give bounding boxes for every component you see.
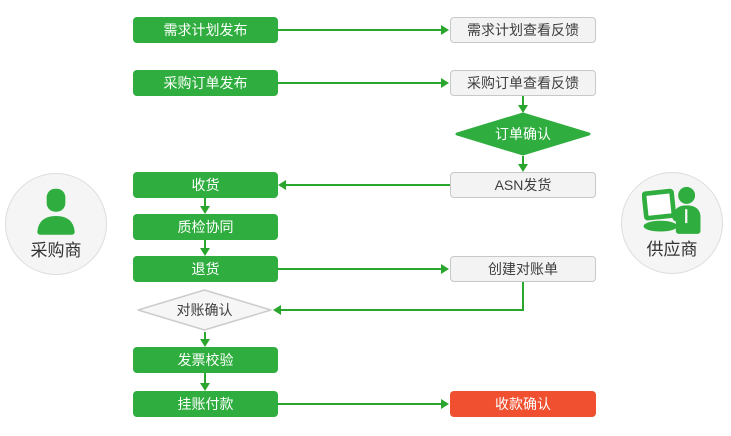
- connector-po-publish-to-feedback-line: [277, 82, 441, 84]
- step-demand-plan-publish: 需求计划发布: [133, 17, 278, 43]
- arrow-down-icon: [518, 105, 528, 113]
- step-create-statement: 创建对账单: [450, 256, 596, 282]
- arrow-right-icon: [441, 25, 449, 35]
- connector-invoice-to-payment-line: [204, 373, 206, 383]
- arrow-left-icon: [278, 180, 286, 190]
- connector-order-confirm-to-asn-line: [522, 156, 524, 164]
- buyer-actor: 采购商: [5, 173, 107, 275]
- connector-payment-to-receipt-line: [277, 403, 441, 405]
- connector-po-feedback-to-order-confirm-line: [522, 96, 524, 105]
- connector-receiving-to-quality-line: [204, 198, 206, 206]
- connector-quality-to-returns-line: [204, 240, 206, 248]
- step-purchase-order-feedback: 采购订单查看反馈: [450, 70, 596, 96]
- decision-order-confirm: 订单确认: [455, 112, 591, 156]
- arrow-down-icon: [200, 206, 210, 214]
- step-invoice-check: 发票校验: [133, 347, 278, 373]
- decision-statement-confirm: 对账确认: [136, 288, 273, 332]
- step-receiving: 收货: [133, 172, 278, 198]
- arrow-down-icon: [200, 383, 210, 391]
- step-demand-plan-feedback: 需求计划查看反馈: [450, 17, 596, 43]
- person-laptop-icon: [642, 186, 701, 234]
- arrow-down-icon: [200, 248, 210, 256]
- decision-statement-confirm-label: 对账确认: [176, 302, 233, 318]
- buyer-label: 采购商: [30, 241, 82, 260]
- step-quality-collaboration: 质检协同: [133, 214, 278, 240]
- arrow-right-icon: [441, 78, 449, 88]
- arrow-down-icon: [518, 164, 528, 172]
- step-purchase-order-publish: 采购订单发布: [133, 70, 278, 96]
- arrow-right-icon: [441, 264, 449, 274]
- arrow-right-icon: [441, 399, 449, 409]
- step-receipt-confirm: 收款确认: [450, 391, 596, 417]
- person-icon: [37, 188, 75, 235]
- connector-statement-to-confirm-hline: [281, 309, 524, 311]
- diamond-shape: [137, 289, 272, 331]
- connector-demand-publish-to-feedback-line: [277, 29, 441, 31]
- connector-statement-to-confirm-vline: [522, 282, 524, 311]
- supplier-actor: 供应商: [621, 172, 723, 274]
- diamond-shape: [455, 112, 591, 156]
- step-asn-shipping: ASN发货: [450, 172, 596, 198]
- connector-returns-to-statement-line: [277, 268, 441, 270]
- step-booked-payment: 挂账付款: [133, 391, 278, 417]
- step-returns: 退货: [133, 256, 278, 282]
- supplier-label: 供应商: [646, 240, 698, 259]
- arrow-left-icon: [273, 305, 281, 315]
- arrow-down-icon: [200, 339, 210, 347]
- decision-order-confirm-label: 订单确认: [495, 126, 551, 142]
- connector-confirm-to-invoice-line: [204, 332, 206, 339]
- connector-asn-to-receiving-line: [286, 184, 450, 186]
